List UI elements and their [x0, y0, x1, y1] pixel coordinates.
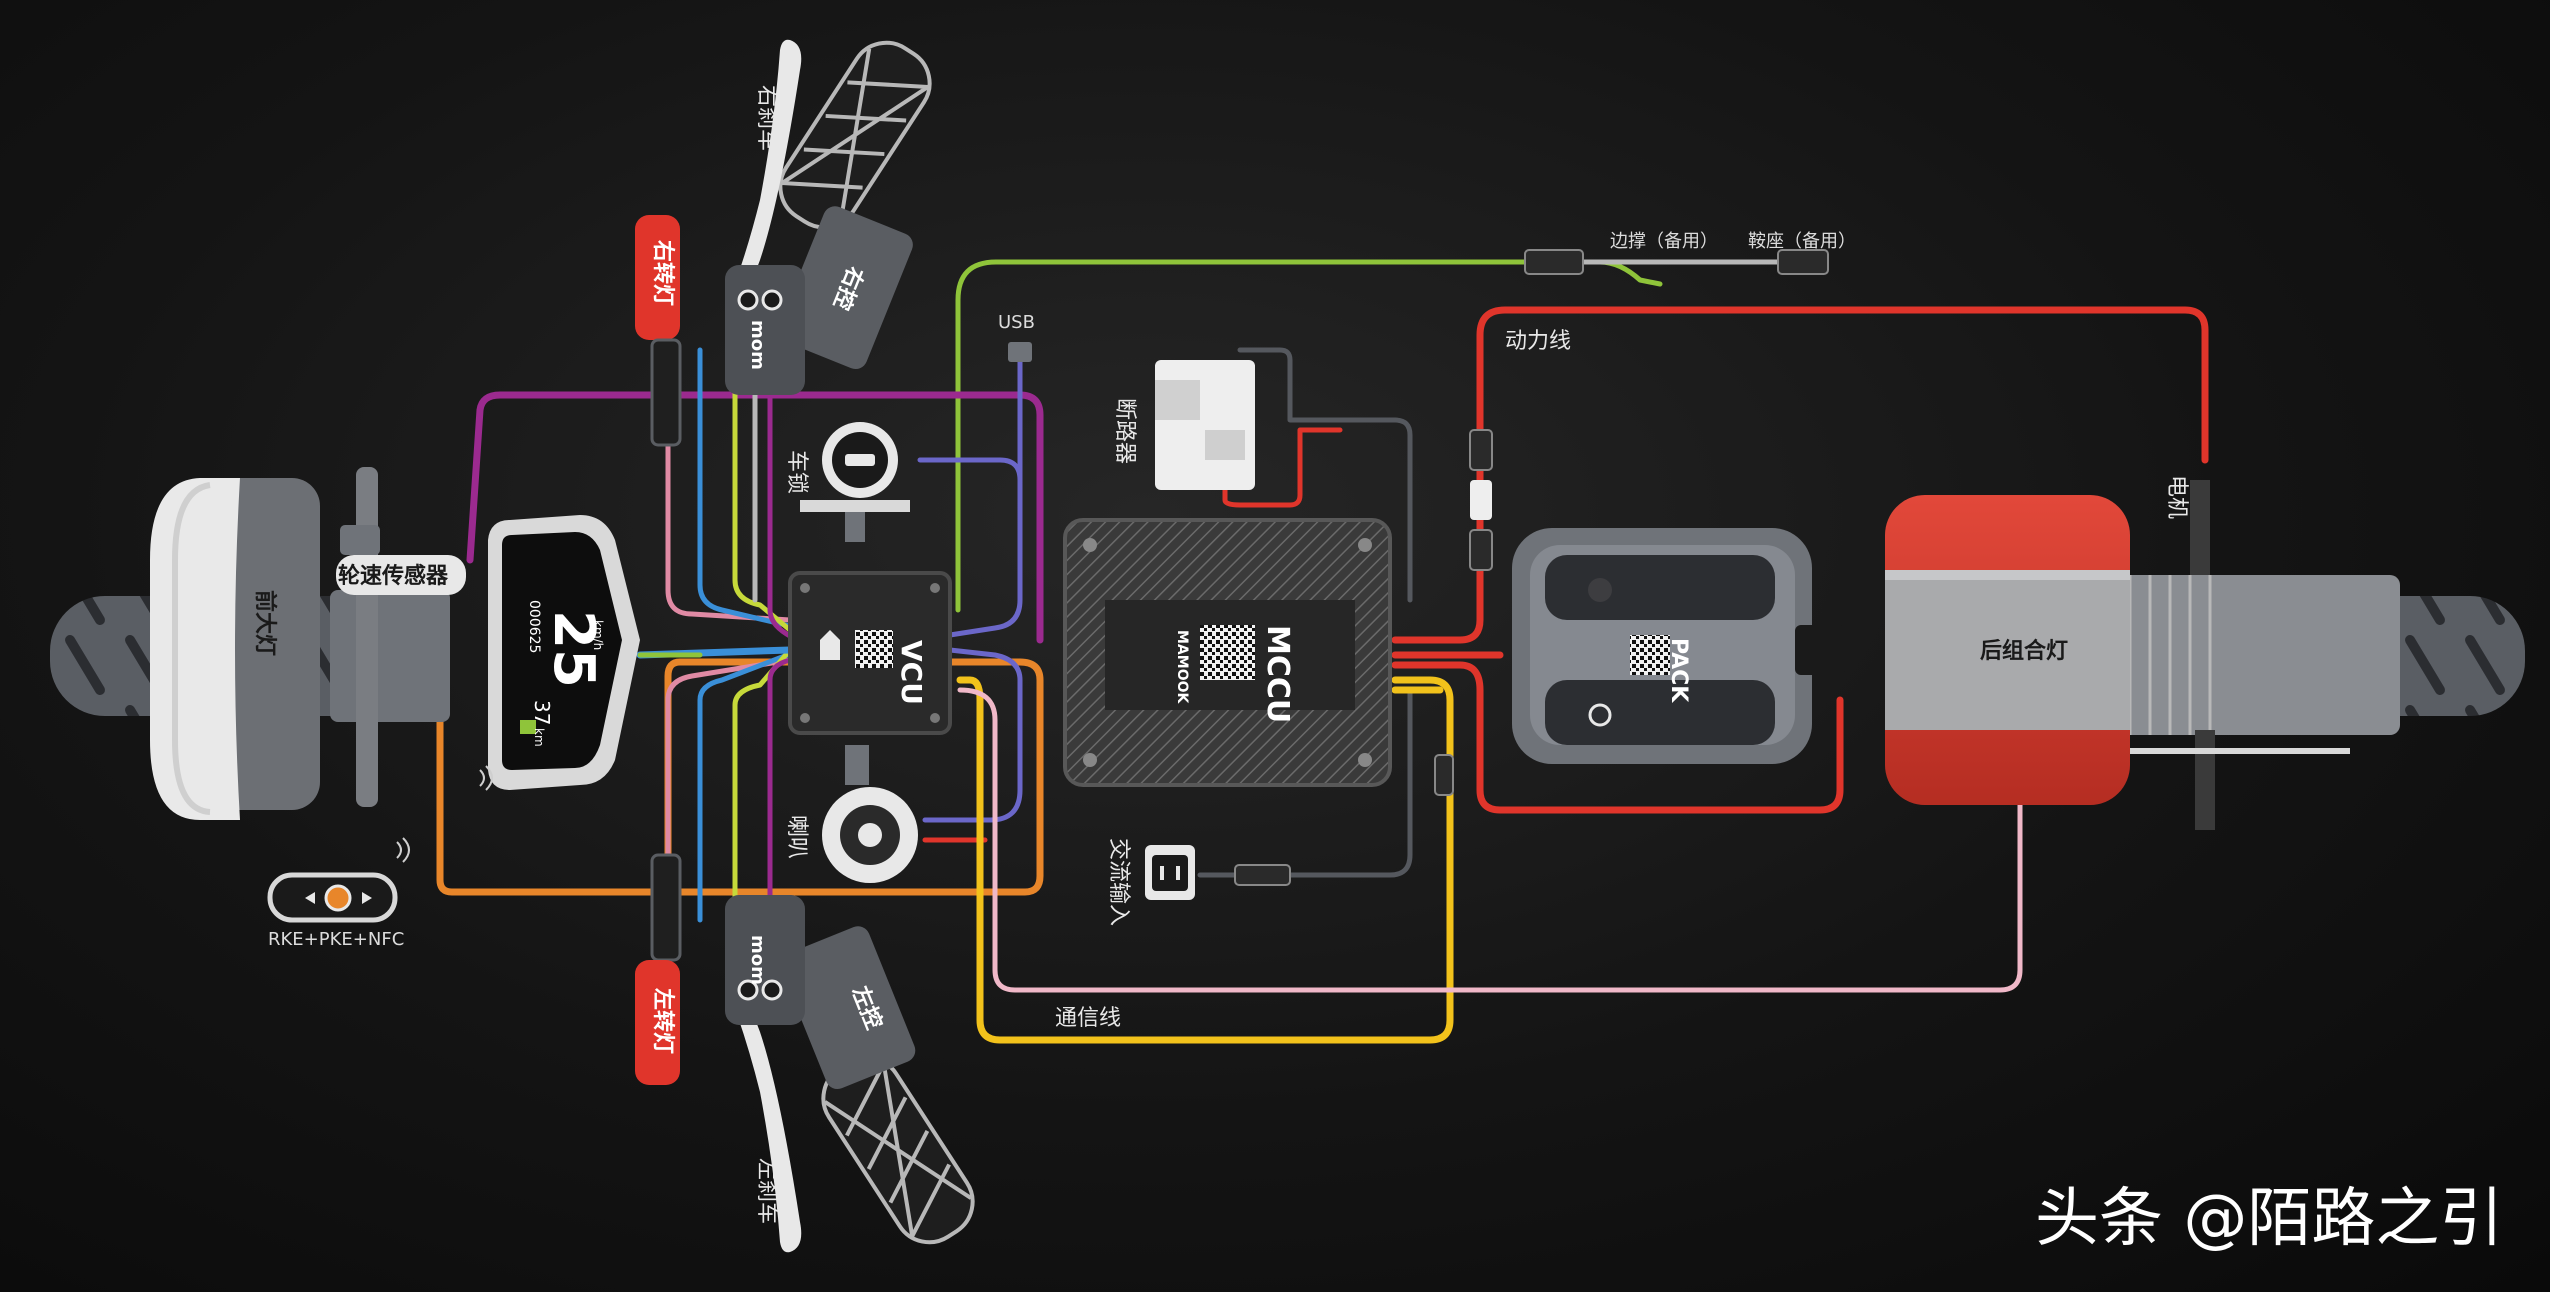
rear-light-icon — [1885, 495, 2130, 805]
breaker-gray-wire — [1237, 347, 1413, 603]
lock-icon[interactable] — [800, 422, 910, 542]
rear-light-label: 后组合灯 — [1980, 638, 2068, 664]
display-icon — [488, 515, 640, 790]
vcu-label: VCU — [895, 640, 928, 705]
right-turn-signal-icon — [635, 215, 682, 447]
violet-wire — [767, 357, 793, 639]
usb-wire — [947, 357, 1023, 638]
kickstand-label: 边撑（备用） — [1610, 231, 1718, 252]
motor-icon — [2120, 480, 2400, 830]
vcu-icon — [788, 571, 952, 735]
green-wire — [955, 259, 1533, 613]
front-fork — [356, 467, 378, 807]
wifi-icon — [479, 765, 493, 791]
rear-pink-wire — [957, 687, 2023, 993]
headlight-label: 前大灯 — [252, 590, 278, 656]
blue-wire — [697, 347, 793, 629]
left-control-icon — [780, 926, 916, 1090]
right-brake-label: 右刹车 — [754, 85, 779, 151]
mccu-icon — [1063, 518, 1392, 787]
usb-connector-icon[interactable] — [1008, 342, 1032, 362]
comm-wire — [956, 676, 1454, 1044]
usb-label: USB — [998, 312, 1035, 333]
lime-wire-lower — [732, 647, 793, 923]
left-brake-lever-icon[interactable] — [725, 972, 802, 1253]
range-readout: 37 — [530, 700, 554, 725]
power-wire-2 — [1391, 661, 1844, 814]
brand-mark-left: mom — [747, 935, 768, 985]
mccu-label: MCCU — [1260, 625, 1295, 723]
pink-wire-lower — [665, 657, 793, 953]
left-turn-signal-icon — [635, 853, 682, 1085]
left-brake-label: 左刹车 — [754, 1158, 779, 1224]
violet-wire-lower — [767, 657, 793, 923]
horn-wire — [922, 647, 1023, 823]
watermark: 头条 @陌路之引 — [2035, 1182, 2503, 1256]
right-brake-master-icon — [725, 265, 805, 395]
right-turn-light-label: 右转灯 — [650, 240, 676, 306]
pink-wire — [665, 412, 793, 623]
battery-pack-icon — [1512, 528, 1845, 764]
ac-socket-icon[interactable] — [1145, 845, 1195, 900]
lock-label: 车锁 — [784, 450, 809, 494]
motor-label: 电机 — [2164, 475, 2189, 519]
speed-readout: 25 — [541, 610, 606, 688]
wheel-speed-sensor-label: 轮速传感器 — [338, 563, 449, 589]
brand-mark-right: mom — [747, 320, 768, 370]
ac-gray-wire — [1197, 687, 1413, 878]
breaker-red-wire — [1222, 427, 1343, 508]
right-brake-lever-icon[interactable] — [725, 39, 802, 320]
speed-unit: km/h — [591, 620, 605, 650]
lock-wire — [917, 457, 1023, 483]
right-control-icon — [777, 206, 913, 370]
blue-wire-lower — [697, 651, 793, 923]
horn-icon[interactable] — [822, 745, 918, 883]
rke-label: RKE+PKE+NFC — [268, 929, 404, 950]
pack-label: PACK — [1666, 638, 1691, 703]
horn-label: 喇叭 — [784, 815, 809, 859]
key-fob-icon[interactable] — [267, 872, 398, 923]
headlight-icon — [150, 478, 320, 820]
breaker-label: 断路器 — [1112, 398, 1137, 464]
odometer: 000625 — [526, 600, 542, 653]
qr-code-icon — [1630, 635, 1670, 675]
qr-code-icon — [855, 630, 893, 668]
wifi-icon — [396, 837, 410, 863]
power-line-label: 动力线 — [1505, 329, 1571, 354]
kickstand-wire — [1597, 259, 1663, 287]
lime-wire — [732, 357, 793, 633]
connector-icon — [1234, 249, 1829, 886]
range-unit: km — [532, 728, 546, 747]
left-turn-light-label: 左转灯 — [650, 988, 676, 1054]
power-wire — [1391, 306, 2209, 644]
ac-input-label: 交流输入 — [1106, 838, 1131, 926]
wheel-speed-sensor-icon — [336, 525, 466, 595]
comm-line-label: 通信线 — [1055, 1006, 1121, 1031]
left-brake-master-icon — [725, 895, 805, 1025]
right-grip-icon — [778, 40, 932, 230]
seat-label: 鞍座（备用） — [1748, 231, 1856, 252]
breaker-icon[interactable] — [1155, 360, 1255, 490]
qr-code-icon — [1200, 625, 1255, 680]
mamook-label: MAMOOK — [1174, 630, 1190, 705]
